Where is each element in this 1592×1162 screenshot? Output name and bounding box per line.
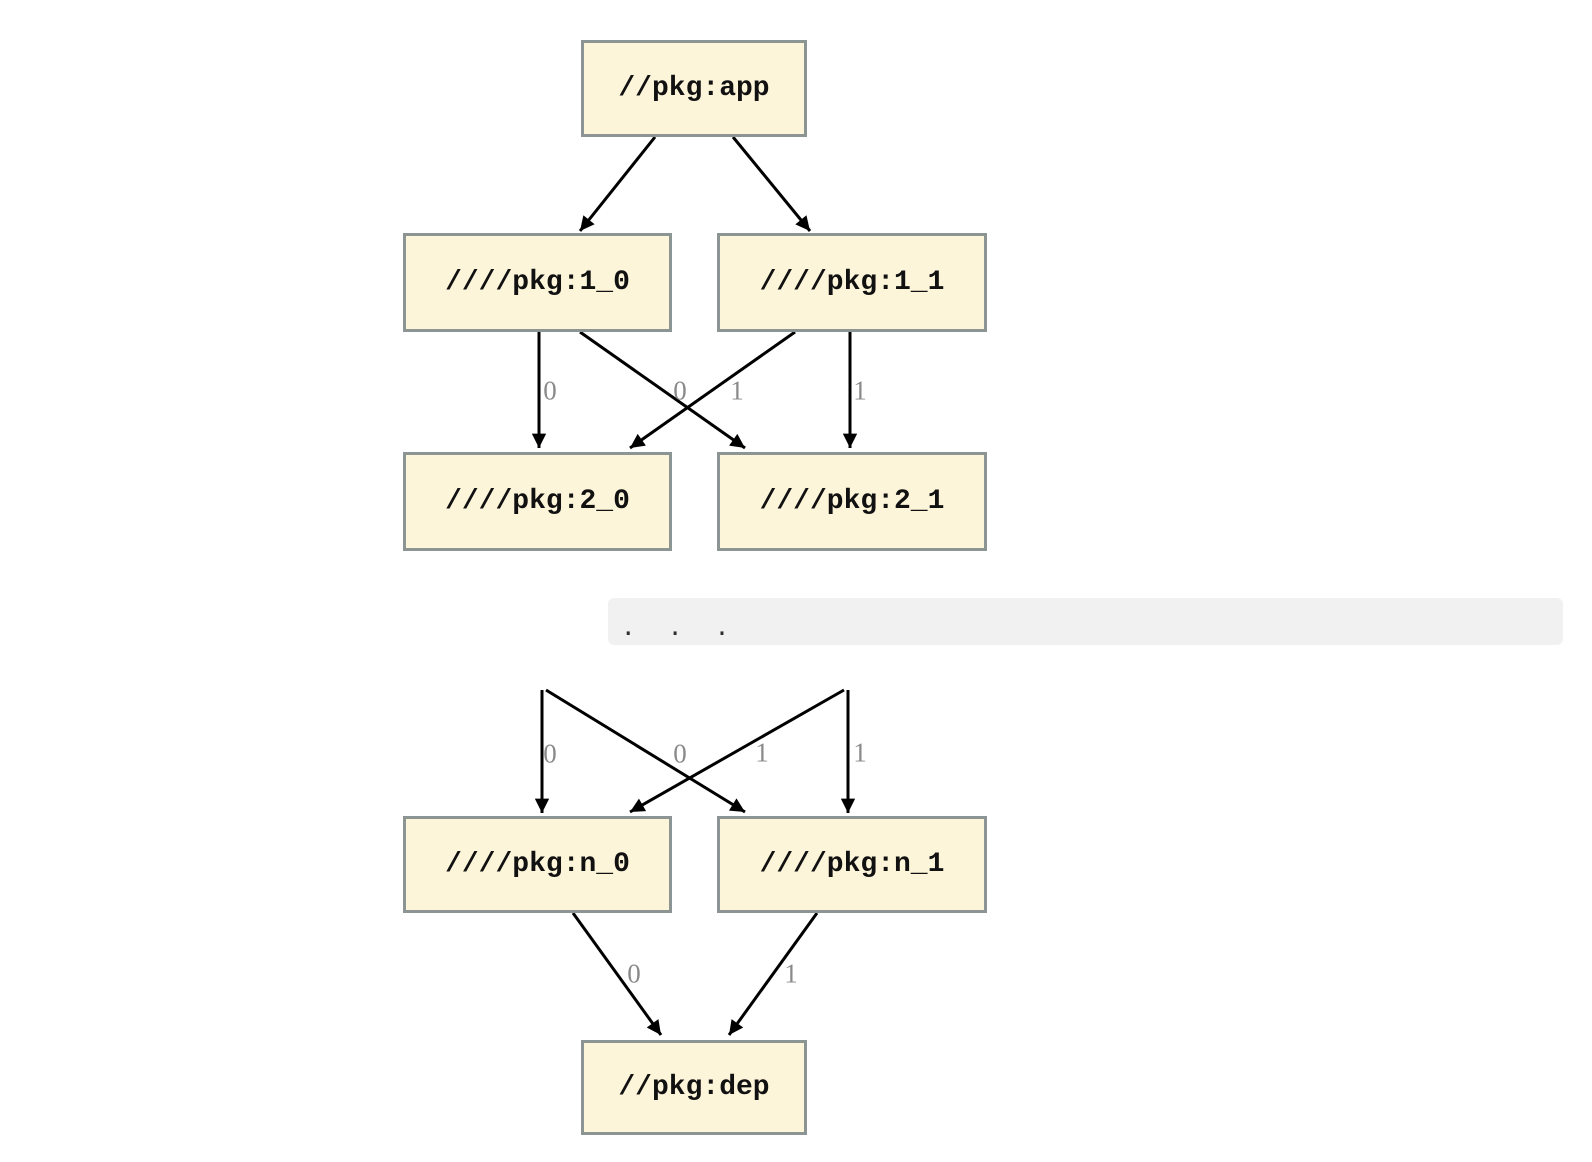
node-pkg-1_1-label: ////pkg:1_1 [759, 267, 945, 298]
node-pkg-2_0-label: ////pkg:2_0 [445, 486, 630, 517]
node-pkg-dep-label: //pkg:dep [618, 1072, 770, 1103]
node-pkg-1_0-label: ////pkg:1_0 [445, 267, 630, 298]
node-pkg-n_0: ////pkg:n_0 [403, 816, 672, 913]
edge-label-elided-to-n_0-cross: 0 [673, 738, 687, 769]
edge-n_1-to-dep [727, 912, 819, 1036]
edge-label-1_0-to-2_0: 0 [543, 375, 557, 406]
edge-label-1_1-to-2_1: 1 [853, 375, 867, 406]
edge-app-to-1_0 [578, 136, 657, 232]
edge-label-elided-to-n_1-straight: 1 [853, 737, 867, 768]
node-pkg-app-label: //pkg:app [618, 73, 770, 104]
edge-app-to-1_1 [731, 136, 812, 232]
node-pkg-n_0-label: ////pkg:n_0 [445, 849, 630, 880]
edge-label-elided-to-n_0-straight: 0 [543, 738, 557, 769]
edge-1_1-to-2_0 [629, 330, 796, 450]
node-pkg-1_0: ////pkg:1_0 [403, 233, 672, 332]
node-pkg-2_1: ////pkg:2_1 [717, 452, 987, 551]
edge-label-1_0-to-2_1: 1 [730, 375, 744, 406]
edge-1_0-to-2_1 [579, 330, 746, 450]
node-pkg-n_1-label: ////pkg:n_1 [759, 849, 945, 880]
edge-label-elided-to-n_1-cross: 1 [755, 737, 769, 768]
node-pkg-2_1-label: ////pkg:2_1 [759, 486, 945, 517]
edge-elided-to-n_0-cross [629, 688, 845, 814]
edge-label-n_1-to-dep: 1 [784, 958, 798, 989]
elided-levels-band: . . . [608, 598, 1563, 645]
ellipsis-text: . . . [621, 612, 739, 641]
edge-elided-to-n_1-cross [545, 688, 746, 814]
node-pkg-2_0: ////pkg:2_0 [403, 452, 672, 551]
node-pkg-app: //pkg:app [581, 40, 807, 137]
edge-label-n_0-to-dep: 0 [627, 958, 641, 989]
node-pkg-dep: //pkg:dep [581, 1040, 807, 1135]
edge-n_0-to-dep [571, 912, 663, 1036]
node-pkg-1_1: ////pkg:1_1 [717, 233, 987, 332]
node-pkg-n_1: ////pkg:n_1 [717, 816, 987, 913]
edge-label-1_1-to-2_0: 0 [673, 375, 687, 406]
